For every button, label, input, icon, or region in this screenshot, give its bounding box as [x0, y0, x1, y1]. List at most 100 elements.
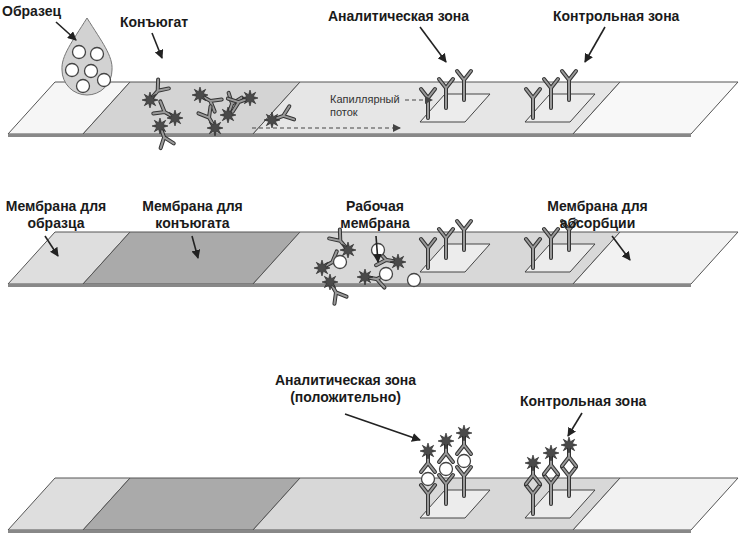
leader-arrow: [56, 22, 76, 40]
annotation-label: Аналитическая зона (положительно): [258, 372, 433, 406]
antigen: [98, 74, 111, 87]
antibody-body: [457, 71, 471, 100]
antibody: [562, 71, 576, 100]
antibody-body: [526, 239, 540, 268]
antibody: [526, 239, 540, 268]
test-zone: [525, 94, 595, 122]
antibody-outline: [544, 229, 558, 258]
strip-pad: [253, 478, 620, 530]
antibody: [457, 221, 471, 250]
label-star: [420, 443, 436, 459]
label-star: [207, 120, 223, 136]
antibody-body: [526, 485, 540, 514]
leader-arrow: [152, 33, 162, 58]
antigen: [408, 274, 421, 287]
antibody-outline: [562, 467, 576, 496]
antigen: [73, 46, 86, 59]
antibody: [421, 485, 435, 514]
antigen: [77, 80, 90, 93]
antigen: [66, 64, 79, 77]
antibody-outline: [421, 89, 435, 118]
antibody-body: [544, 229, 558, 258]
antibody-outline: [562, 71, 576, 100]
annotation-label: Контрольная зона: [520, 393, 646, 410]
strip-pad: [573, 82, 738, 134]
antibody: [544, 79, 558, 108]
antibody-outline: [457, 71, 471, 100]
antigen: [422, 473, 435, 486]
test-zone: [420, 490, 490, 518]
antibody-body: [421, 89, 435, 118]
sample-droplet: [62, 18, 112, 95]
antibody-body: [526, 89, 540, 118]
leader-arrow: [420, 27, 446, 62]
antibody-body: [562, 71, 576, 100]
antibody-body: [439, 475, 453, 504]
antibody-outline: [421, 485, 435, 514]
antibody-body: [457, 467, 471, 496]
antibody: [421, 239, 435, 268]
strip-pad: [253, 82, 620, 134]
antibody-outline: [421, 239, 435, 268]
antibody: [439, 475, 453, 504]
annotation-label: Контрольная зона: [553, 8, 679, 25]
label-star: [152, 118, 168, 134]
antibody-body: [562, 467, 576, 496]
antibody-body: [439, 79, 453, 108]
antibody: [439, 229, 453, 258]
antibody: [439, 79, 453, 108]
antigen: [91, 48, 104, 61]
label-star: [142, 92, 158, 108]
annotation-label: Образец: [2, 3, 61, 20]
test-zone: [525, 490, 595, 518]
label-star: [561, 437, 577, 453]
strip-pad: [573, 478, 738, 530]
antibody-outline: [526, 485, 540, 514]
strip-edge: [8, 530, 691, 533]
antigen: [440, 463, 453, 476]
label-star: [264, 112, 280, 128]
antibody: [526, 485, 540, 514]
antibody: [421, 89, 435, 118]
leader-arrow: [192, 236, 198, 258]
antibody-body: [457, 221, 471, 250]
label-star: [314, 260, 330, 276]
antibody-outline: [526, 239, 540, 268]
antigen: [334, 256, 347, 269]
label-star: [322, 274, 338, 290]
leader-arrow: [585, 27, 605, 62]
label-star: [438, 433, 454, 449]
leader-arrow: [45, 236, 58, 256]
antibody: [526, 89, 540, 118]
antibody: [544, 475, 558, 504]
annotation-label: Конъюгат: [120, 14, 188, 31]
test-zone: [420, 244, 490, 272]
antibody: [562, 467, 576, 496]
antigen: [458, 455, 471, 468]
antibody: [457, 467, 471, 496]
antibody-outline: [544, 79, 558, 108]
antibody-body: [544, 79, 558, 108]
antibody-body: [439, 229, 453, 258]
antibody-body: [544, 475, 558, 504]
antibody-outline: [439, 79, 453, 108]
label-star: [167, 110, 183, 126]
label-star: [543, 445, 559, 461]
antigen: [85, 65, 98, 78]
antibody-outline: [439, 475, 453, 504]
label-star: [390, 254, 406, 270]
strip-pad: [253, 232, 620, 284]
test-zone: [525, 244, 595, 272]
antibody-outline: [457, 221, 471, 250]
annotation-label: Рабочая мембрана: [325, 198, 425, 232]
annotation-label: Аналитическая зона: [328, 8, 469, 25]
annotation-label: Мембрана для образца: [2, 198, 110, 232]
leader-arrow: [376, 236, 378, 262]
antibody-body: [421, 485, 435, 514]
annotation-label: Мембрана для абсорбции: [530, 198, 665, 232]
flow-arrow: [252, 127, 400, 128]
antigen: [380, 268, 393, 281]
annotation-label: Капиллярный поток: [330, 93, 408, 119]
antibody-outline: [544, 475, 558, 504]
